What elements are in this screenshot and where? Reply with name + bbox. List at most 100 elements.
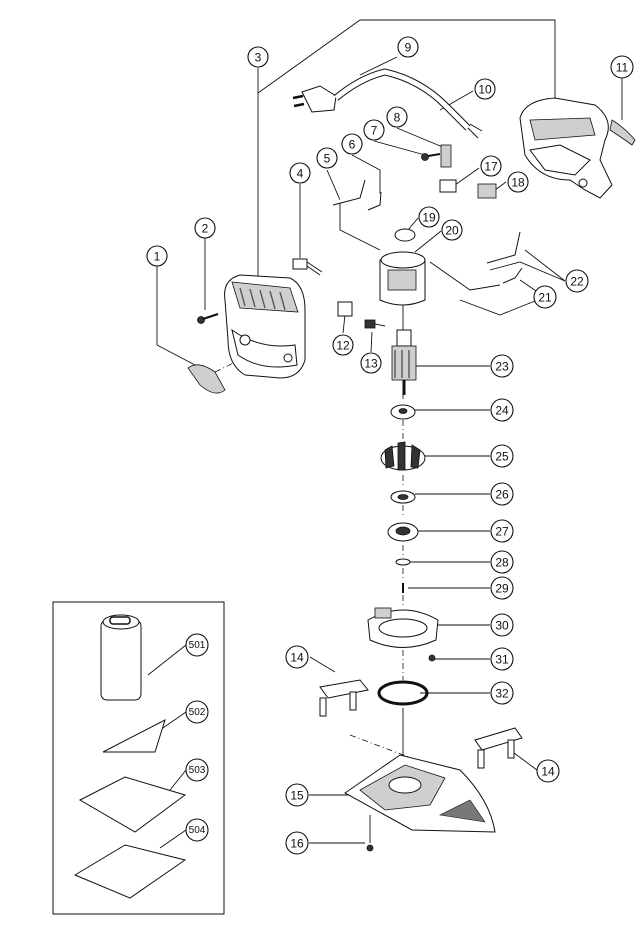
callout-number: 15 <box>290 789 304 803</box>
part-drawings <box>187 68 636 852</box>
callout-c9: 9 <box>397 36 419 58</box>
callout-c28: 28 <box>490 550 514 574</box>
callout-circle <box>418 206 440 228</box>
callout-circle <box>247 46 269 68</box>
callout-circle <box>441 219 463 241</box>
callout-circle <box>490 613 514 637</box>
callout-circle <box>285 645 309 669</box>
callout-number: 502 <box>189 707 206 718</box>
callout-c21: 21 <box>533 285 557 309</box>
perforated-plate-504 <box>73 844 187 899</box>
bracket-14-right <box>474 727 523 769</box>
callout-circle <box>480 155 502 177</box>
stator-20 <box>379 251 426 306</box>
callout-circle <box>316 147 338 169</box>
callout-c23: 23 <box>490 354 514 378</box>
callout-number: 12 <box>336 339 350 353</box>
screw-7 <box>421 153 441 161</box>
callout-c6: 6 <box>341 133 363 155</box>
housing-half-right <box>519 97 636 199</box>
ring-32 <box>377 680 429 706</box>
brush-holder-6 <box>367 191 382 211</box>
callout-c20: 20 <box>441 219 463 241</box>
callout-circle <box>490 398 514 422</box>
callout-c14a: 14 <box>285 645 309 669</box>
callout-circle <box>185 700 209 724</box>
callout-circle <box>341 133 363 155</box>
callout-circle <box>363 119 385 141</box>
callout-c31: 31 <box>490 647 514 671</box>
callout-c25: 25 <box>490 444 514 468</box>
callout-number: 32 <box>495 687 509 701</box>
bearing-19 <box>394 228 416 242</box>
callout-c3: 3 <box>247 46 269 68</box>
callout-c26: 26 <box>490 482 514 506</box>
callout-circle <box>289 162 311 184</box>
callout-number: 501 <box>189 640 206 651</box>
dust-bag-501 <box>100 614 142 701</box>
switch-17 <box>439 179 457 193</box>
callout-number: 3 <box>255 51 262 65</box>
callout-c2: 2 <box>194 217 216 239</box>
callout-circle <box>490 647 514 671</box>
callout-c24: 24 <box>490 398 514 422</box>
callout-circle <box>194 217 216 239</box>
callout-c10: 10 <box>474 78 496 100</box>
callout-circle <box>507 171 529 193</box>
callout-number: 503 <box>189 765 206 776</box>
callout-number: 20 <box>445 224 459 238</box>
callout-circle <box>533 285 557 309</box>
callout-c504: 504 <box>185 818 209 842</box>
sanding-sheet-503 <box>78 776 187 833</box>
callout-c32: 32 <box>490 681 514 705</box>
bearing-27 <box>387 522 419 542</box>
callout-c17: 17 <box>480 155 502 177</box>
callout-number: 8 <box>394 111 401 125</box>
triangle-sheet-502 <box>102 719 166 753</box>
callout-c4: 4 <box>289 162 311 184</box>
callout-circle <box>490 576 514 600</box>
callout-number: 29 <box>495 582 509 596</box>
callout-circle <box>185 633 209 657</box>
callouts: 1234567891011121314141516171819202122232… <box>146 36 634 855</box>
callout-number: 27 <box>495 525 509 539</box>
brush-holder-21 <box>502 267 523 284</box>
callout-c12: 12 <box>332 334 354 356</box>
callout-number: 11 <box>616 61 629 75</box>
label-plate <box>187 364 226 394</box>
callout-circle <box>285 831 309 855</box>
accessory-box <box>52 601 225 915</box>
base-pad-15 <box>344 754 496 833</box>
callout-circle <box>490 550 514 574</box>
callout-circle <box>386 106 408 128</box>
switch-18 <box>477 183 497 199</box>
callout-number: 19 <box>422 211 436 225</box>
callout-c22: 22 <box>565 269 589 293</box>
cord-clamp <box>440 144 452 168</box>
terminal-4 <box>292 258 323 276</box>
callout-number: 31 <box>495 653 509 667</box>
callout-circle <box>474 78 496 100</box>
callout-circle <box>332 334 354 356</box>
brush-holder-5 <box>332 179 366 206</box>
callout-c11: 11 <box>610 55 634 79</box>
callout-c14b: 14 <box>536 759 560 783</box>
callout-circle <box>360 352 382 374</box>
callout-c16: 16 <box>285 831 309 855</box>
callout-number: 9 <box>405 41 412 55</box>
callout-c18: 18 <box>507 171 529 193</box>
callout-c7: 7 <box>363 119 385 141</box>
callout-c27: 27 <box>490 519 514 543</box>
callout-circle <box>490 519 514 543</box>
callout-number: 1 <box>154 250 161 264</box>
fan-25 <box>380 441 426 471</box>
callout-number: 22 <box>570 275 584 289</box>
screw-2 <box>197 313 219 324</box>
callout-number: 10 <box>478 83 492 97</box>
callout-number: 7 <box>371 124 378 138</box>
callout-circle <box>185 818 209 842</box>
callout-number: 21 <box>538 291 552 305</box>
callout-circle <box>490 444 514 468</box>
screw-16 <box>366 844 374 852</box>
bracket-14-left <box>319 679 369 717</box>
